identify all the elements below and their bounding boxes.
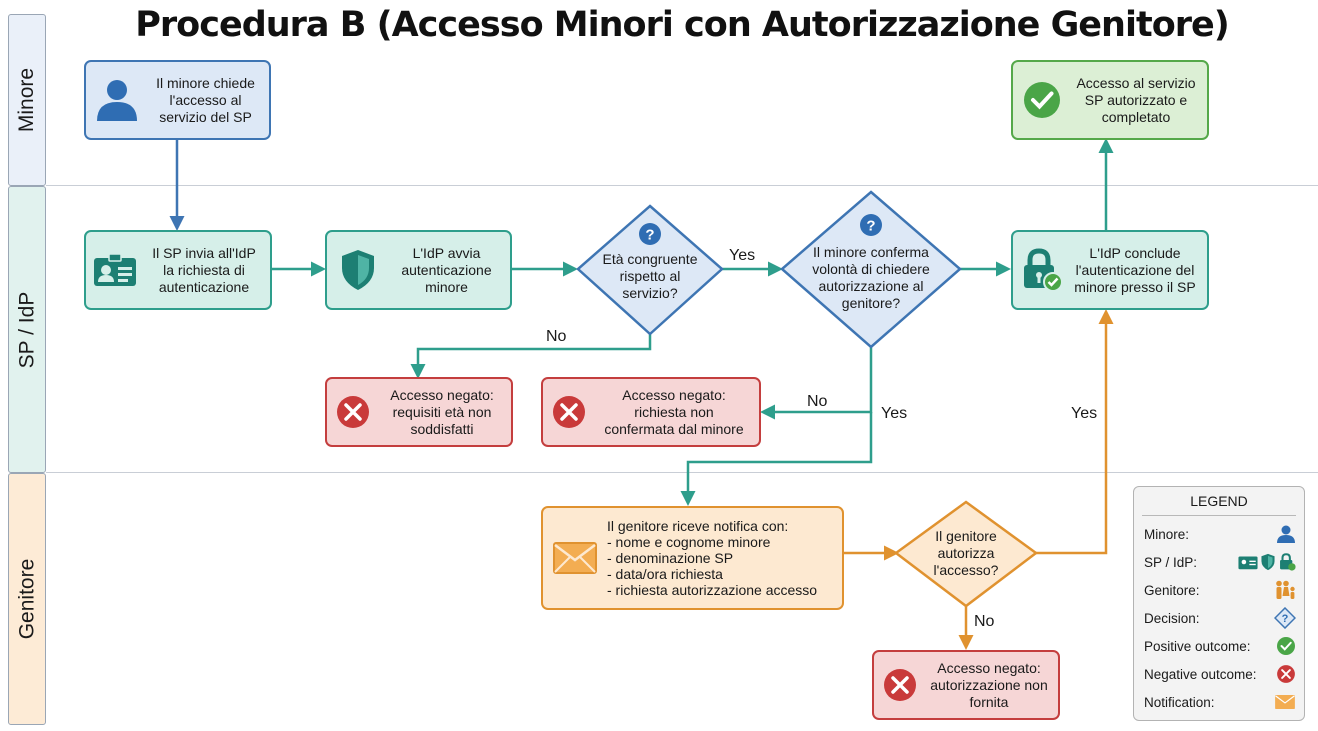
person-icon [1276,524,1296,544]
lock-check-icon [1013,248,1069,292]
node-denied-not-confirmed: Accesso negato: richiesta non confermata… [541,377,761,447]
lane-sp-idp: SP / IdP [8,186,46,473]
edge-label-age-yes: Yes [729,247,756,264]
x-circle-icon [874,667,926,703]
legend-item-label: SP / IdP: [1144,554,1198,570]
node-sp-sends: Il SP invia all'IdP la richiesta di aute… [84,230,272,310]
check-circle-icon [1013,80,1071,120]
x-circle-icon [1276,664,1296,684]
diagram-title: Procedura B (Accesso Minori con Autorizz… [135,5,1229,45]
node-denied-parent-text: Accesso negato: autorizzazione non forni… [930,659,1048,710]
legend-item-label: Decision: [1144,610,1200,626]
decision-parent-diamond [893,500,1039,608]
svg-text:?: ? [1282,613,1289,625]
node-idp-starts-text: L'IdP avvia autenticazione minore [401,244,492,295]
node-access-granted-text: Accesso al servizio SP autorizzato e com… [1076,74,1196,125]
node-sp-sends-text: Il SP invia all'IdP la richiesta di aute… [152,244,256,295]
lane-minore: Minore [8,14,46,186]
lane-divider [46,472,1318,473]
edge-label-age-no: No [546,328,567,345]
id-card-shield-lock-icon [1238,553,1296,571]
shield-icon [327,248,389,292]
legend-item: Notification: [1144,691,1296,713]
svg-text:?: ? [866,218,875,235]
node-denied-parent: Accesso negato: autorizzazione non forni… [872,650,1060,720]
legend-item: Positive outcome: [1144,635,1296,657]
diamond-question-icon: ? [1274,607,1296,629]
legend-item: SP / IdP: [1144,551,1296,573]
node-denied-not-confirmed-text: Accesso negato: richiesta non confermata… [604,386,744,437]
decision-parent-text: Il genitore autorizza l'accesso? [933,528,999,578]
node-idp-concludes: L'IdP conclude l'autenticazione del mino… [1011,230,1209,310]
family-icon [1274,580,1296,600]
lane-genitore: Genitore [8,473,46,725]
legend-item-label: Positive outcome: [1144,638,1251,654]
arrow-age-no [410,334,652,379]
node-parent-notified-text: Il genitore riceve notifica con: - nome … [607,518,818,598]
edge-label-parent-no: No [974,613,995,630]
node-parent-notified: Il genitore riceve notifica con: - nome … [541,506,844,610]
arrow-parent-yes [1036,309,1114,555]
legend-item-label: Negative outcome: [1144,666,1257,682]
decision-confirm-text: Il minore conferma volontà di chiedere a… [812,244,930,311]
arrow-confirm-yes [680,412,873,506]
check-circle-icon [1276,636,1296,656]
legend-item: Negative outcome: [1144,663,1296,685]
x-circle-icon [543,394,595,430]
node-idp-starts: L'IdP avvia autenticazione minore [325,230,512,310]
node-denied-age: Accesso negato: requisiti età non soddis… [325,377,513,447]
legend-item: Genitore: [1144,579,1296,601]
node-denied-age-text: Accesso negato: requisiti età non soddis… [390,386,494,437]
legend: LEGEND Minore: SP / IdP: Genitore: Decis… [1133,486,1305,721]
edge-label-confirm-no: No [807,393,828,410]
legend-title: LEGEND [1142,493,1296,516]
envelope-icon [1274,694,1296,710]
question-icon: ? [860,214,882,236]
legend-item: Decision: ? [1144,607,1296,629]
legend-item-label: Notification: [1144,694,1215,710]
edge-label-parent-yes: Yes [1071,405,1098,422]
node-access-granted: Accesso al servizio SP autorizzato e com… [1011,60,1209,140]
legend-item: Minore: [1144,523,1296,545]
envelope-icon [543,541,607,575]
svg-text:?: ? [645,227,654,244]
x-circle-icon [327,394,379,430]
legend-item-label: Minore: [1144,526,1190,542]
legend-item-label: Genitore: [1144,582,1200,598]
edge-label-confirm-yes: Yes [881,405,908,422]
id-card-icon [86,253,144,287]
decision-confirm-diamond [780,190,962,349]
node-idp-concludes-text: L'IdP conclude l'autenticazione del mino… [1074,244,1196,295]
node-minor-request: Il minore chiede l'accesso al servizio d… [84,60,271,140]
decision-age-text: Età congruente rispetto al servizio? [602,251,698,301]
question-icon: ? [639,223,661,245]
person-icon [86,77,148,123]
lane-divider [46,185,1318,186]
decision-age-diamond [576,204,724,336]
node-minor-request-text: Il minore chiede l'accesso al servizio d… [156,74,255,125]
